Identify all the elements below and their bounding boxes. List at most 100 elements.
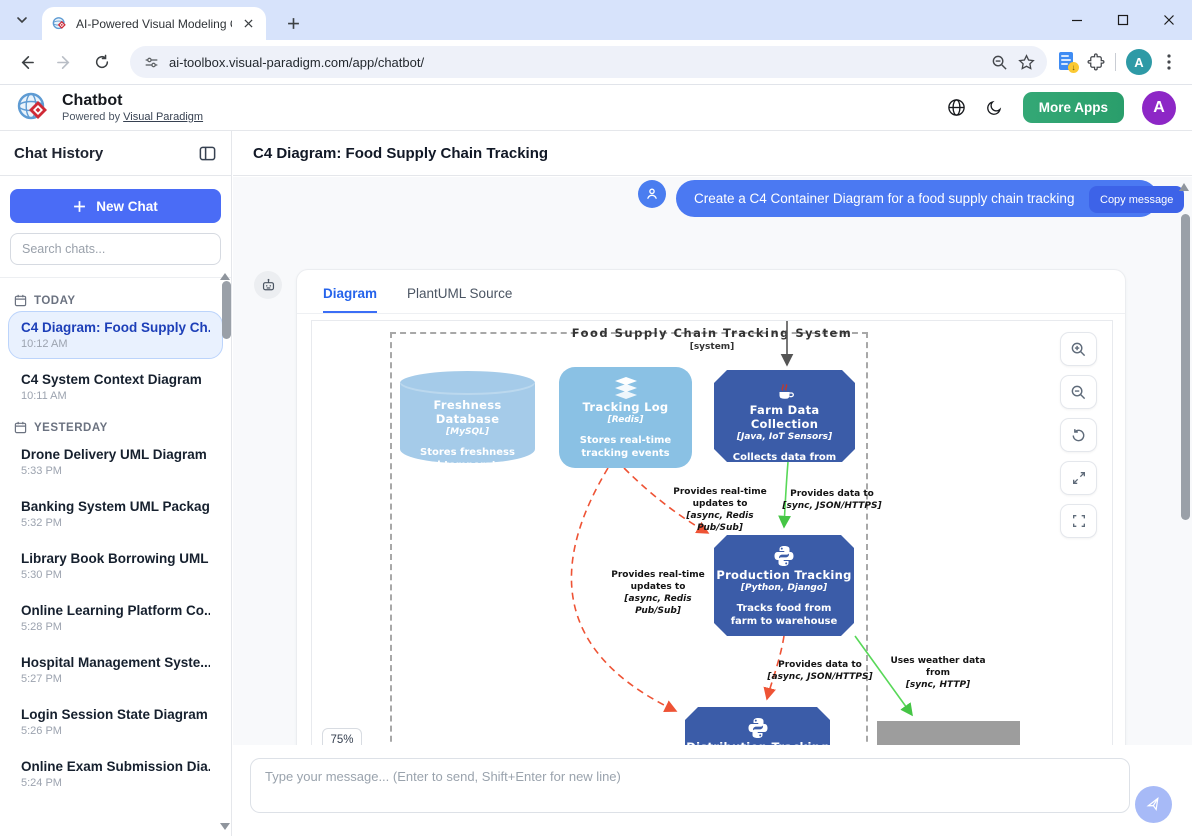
chat-item-c4-system-context[interactable]: C4 System Context Diagram 10:11 AM	[21, 372, 202, 402]
send-button[interactable]	[1135, 786, 1172, 823]
copy-message-button[interactable]: Copy message	[1089, 186, 1185, 213]
powered-by: Powered by Visual Paradigm	[62, 110, 204, 123]
minimize-button[interactable]	[1054, 0, 1100, 40]
calendar-icon	[14, 421, 27, 434]
reload-icon[interactable]	[86, 46, 118, 78]
browser-menu-icon[interactable]	[1162, 54, 1176, 70]
chat-list: TODAY C4 Diagram: Food Supply Ch... 10:1…	[0, 277, 231, 789]
chat-item-online-learning[interactable]: Online Learning Platform Co... 5:28 PM	[21, 603, 210, 633]
boundary-subtitle: [system]	[689, 342, 735, 352]
chat-item-login-session[interactable]: Login Session State Diagram 5:26 PM	[21, 707, 208, 737]
chat-item-c4-food-supply[interactable]: C4 Diagram: Food Supply Ch... 10:12 AM	[8, 311, 223, 359]
toolbar-divider	[1115, 53, 1116, 71]
zoom-out-button[interactable]	[1060, 375, 1097, 409]
chat-item-library-book[interactable]: Library Book Borrowing UML 5:30 PM	[21, 551, 209, 581]
maximize-button[interactable]	[1100, 0, 1146, 40]
user-message-avatar	[638, 180, 666, 208]
chat-item-hospital-management[interactable]: Hospital Management Syste... 5:27 PM	[21, 655, 210, 685]
zoom-in-button[interactable]	[1060, 332, 1097, 366]
boundary-title: Food Supply Chain Tracking System	[571, 326, 853, 340]
diagram-edges	[570, 321, 913, 717]
chat-area: Create a C4 Container Diagram for a food…	[233, 177, 1192, 745]
url-bar[interactable]: ai-toolbox.visual-paradigm.com/app/chatb…	[130, 46, 1047, 78]
download-badge: ↓	[1068, 62, 1079, 73]
favicon-visual-paradigm	[52, 16, 68, 32]
visual-paradigm-link[interactable]: Visual Paradigm	[123, 110, 204, 123]
sidebar-title: Chat History	[14, 144, 104, 162]
user-message-bubble: Create a C4 Container Diagram for a food…	[676, 180, 1158, 217]
sidebar-scroll-down-arrow[interactable]	[220, 823, 230, 830]
url-text[interactable]: ai-toolbox.visual-paradigm.com/app/chatb…	[169, 54, 425, 70]
collapse-panel-icon[interactable]	[198, 144, 217, 163]
reading-list-icon[interactable]: ↓	[1059, 52, 1079, 73]
new-chat-button[interactable]: New Chat	[10, 189, 221, 223]
visual-paradigm-logo	[16, 90, 52, 126]
tab-title: AI-Powered Visual Modeling Ch	[76, 16, 232, 31]
dark-mode-moon-icon[interactable]	[985, 98, 1005, 118]
back-icon[interactable]	[10, 46, 42, 78]
plus-icon	[74, 200, 86, 212]
zoom-level-badge: 75%	[322, 728, 362, 745]
new-tab-button[interactable]	[280, 10, 306, 36]
bookmark-star-icon[interactable]	[1018, 53, 1035, 71]
redis-stack-icon	[559, 376, 692, 400]
search-chats-input[interactable]	[10, 233, 221, 265]
app-title: Chatbot	[62, 92, 123, 110]
user-profile-avatar[interactable]: A	[1142, 90, 1176, 125]
node-farm-data-collection[interactable]: Farm Data Collection [Java, IoT Sensors]…	[714, 370, 855, 462]
edge-label-farm-to-production: Provides data to [sync, JSON/HTTPS]	[782, 489, 882, 512]
edge-label-tracking-to-distribution: Provides real-time updates to [async, Re…	[611, 570, 705, 617]
message-input[interactable]	[250, 758, 1130, 813]
more-apps-button[interactable]: More Apps	[1022, 92, 1124, 123]
python-icon	[714, 544, 854, 568]
edge-label-weather: Uses weather data from [sync, HTTP]	[890, 656, 986, 691]
diagram-card: Diagram PlantUML Source Food Supply Chai…	[296, 269, 1126, 745]
sidebar-scrollbar-thumb[interactable]	[222, 281, 231, 339]
card-tabs: Diagram PlantUML Source	[297, 270, 1125, 314]
close-button[interactable]	[1146, 0, 1192, 40]
python-icon	[685, 716, 830, 740]
forward-icon[interactable]	[48, 46, 80, 78]
message-composer	[233, 745, 1192, 836]
tab-diagram[interactable]: Diagram	[323, 286, 378, 313]
conversation-title: C4 Diagram: Food Supply Chain Tracking	[253, 144, 549, 162]
node-production-tracking[interactable]: Production Tracking [Python, Django] Tra…	[714, 535, 854, 636]
browser-profile-avatar[interactable]: A	[1126, 49, 1152, 75]
tab-search-chevron-icon[interactable]	[8, 8, 36, 32]
chat-item-online-exam[interactable]: Online Exam Submission Dia... 5:24 PM	[21, 759, 210, 789]
language-globe-icon[interactable]	[947, 98, 967, 118]
chat-item-banking-system[interactable]: Banking System UML Packag... 5:32 PM	[21, 499, 210, 529]
paper-plane-icon	[1146, 796, 1159, 811]
bot-avatar	[254, 271, 282, 299]
node-freshness-database[interactable]: Freshness Database [MySQL] Stores freshn…	[400, 371, 535, 484]
chat-scrollbar-thumb[interactable]	[1181, 214, 1190, 520]
node-weather-service[interactable]: Weather Service	[877, 721, 1020, 745]
browser-toolbar: ai-toolbox.visual-paradigm.com/app/chatb…	[0, 40, 1192, 85]
fit-expand-button[interactable]	[1060, 461, 1097, 495]
edge-label-production-to-distribution: Provides data to [async, JSON/HTTPS]	[767, 660, 873, 683]
calendar-icon	[14, 294, 27, 307]
conversation-header: C4 Diagram: Food Supply Chain Tracking	[233, 131, 1192, 176]
edge-label-tracking-to-production: Provides real-time updates to [async, Re…	[673, 487, 767, 534]
tab-close-icon[interactable]	[240, 16, 256, 32]
chat-item-drone-delivery[interactable]: Drone Delivery UML Diagram 5:33 PM	[21, 447, 207, 477]
chat-scroll-up-arrow[interactable]	[1179, 183, 1189, 191]
node-tracking-log[interactable]: Tracking Log [Redis] Stores real-time tr…	[559, 367, 692, 468]
node-distribution-tracking[interactable]: Distribution Tracking	[685, 707, 830, 745]
java-icon	[714, 379, 855, 403]
browser-tab[interactable]: AI-Powered Visual Modeling Ch	[42, 7, 266, 40]
zoom-out-page-icon[interactable]	[991, 54, 1008, 71]
diagram-zoom-controls	[1060, 332, 1097, 538]
site-info-icon[interactable]	[144, 55, 159, 70]
sidebar-scroll-up-arrow[interactable]	[220, 273, 230, 280]
tab-plantuml-source[interactable]: PlantUML Source	[407, 286, 512, 313]
window-controls	[1054, 0, 1192, 40]
diagram-canvas[interactable]: Food Supply Chain Tracking System [syste…	[311, 320, 1113, 745]
fullscreen-button[interactable]	[1060, 504, 1097, 538]
person-icon	[647, 188, 657, 199]
reset-view-button[interactable]	[1060, 418, 1097, 452]
extensions-puzzle-icon[interactable]	[1087, 53, 1105, 71]
browser-titlebar: AI-Powered Visual Modeling Ch	[0, 0, 1192, 40]
section-yesterday: YESTERDAY	[14, 421, 217, 434]
